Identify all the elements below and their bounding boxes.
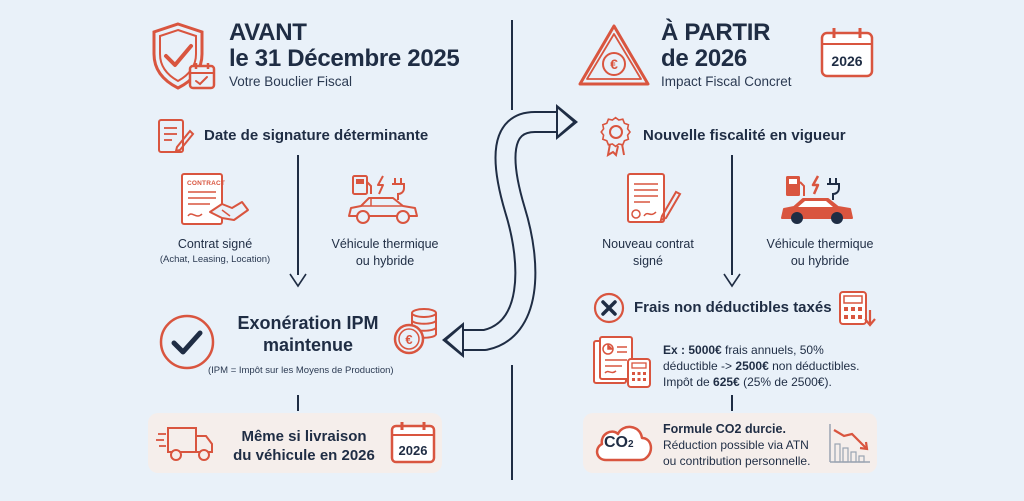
exoneration-line1: Exonération IPM bbox=[237, 313, 379, 333]
delivery-line2: du véhicule en 2026 bbox=[233, 447, 375, 464]
left-contract-detail: (Achat, Leasing, Location) bbox=[159, 254, 271, 265]
document-pen-icon bbox=[158, 119, 195, 153]
example-text-3: non déductibles. bbox=[768, 359, 860, 373]
calendar-icon bbox=[390, 422, 436, 464]
left-contract-title: Contrat signé bbox=[177, 237, 253, 251]
co2-title: Formule CO2 durcie. bbox=[663, 422, 786, 436]
award-badge-icon bbox=[600, 116, 632, 157]
signature-label: Date de signature déterminante bbox=[204, 127, 429, 144]
contract-handshake-icon bbox=[181, 173, 249, 225]
x-circle-icon bbox=[593, 292, 625, 324]
example-prefix: Ex : bbox=[663, 343, 689, 357]
right-flow-line-2 bbox=[731, 395, 733, 411]
header-year: 2026 bbox=[831, 53, 863, 69]
left-title-line1: AVANT bbox=[229, 19, 307, 46]
left-flow-arrowhead bbox=[289, 273, 307, 288]
left-vehicle-line2: ou hybride bbox=[355, 254, 415, 268]
calendar-icon-header bbox=[820, 28, 874, 78]
contract-doc-label: CONTRACT bbox=[187, 180, 226, 187]
co2-icon-main: CO bbox=[604, 434, 628, 451]
euro-warning-icon: € bbox=[578, 24, 650, 86]
example-amount-2: 2500€ bbox=[735, 359, 769, 373]
center-divider-top bbox=[511, 20, 513, 110]
right-vehicle-line1: Véhicule thermique bbox=[766, 237, 874, 251]
declining-chart-icon bbox=[829, 424, 870, 463]
example-line3: Impôt de 625€ (25% de 2500€). bbox=[663, 374, 893, 390]
ipm-note: (IPM = Impôt sur les Moyens de Productio… bbox=[208, 365, 394, 376]
co2-line2: ou contribution personnelle. bbox=[663, 454, 811, 468]
right-title-line1: À PARTIR bbox=[661, 19, 771, 46]
calculator-icon bbox=[839, 291, 876, 327]
example-text-2: déductible -> bbox=[663, 359, 736, 373]
report-calculator-icon bbox=[593, 336, 651, 388]
svg-text:€: € bbox=[610, 56, 618, 72]
right-contract-line2: signé bbox=[633, 254, 663, 268]
delivery-line1: Même si livraison bbox=[241, 428, 367, 445]
example-line1: Ex : 5000€ frais annuels, 50% bbox=[663, 342, 893, 358]
shield-check-icon bbox=[152, 22, 216, 90]
co2-line1: Réduction possible via ATN bbox=[663, 438, 809, 452]
frais-label: Frais non déductibles taxés bbox=[634, 299, 832, 316]
co2-icon-text: CO2 bbox=[604, 434, 634, 452]
left-flow-line-2 bbox=[297, 395, 299, 411]
example-amount-3: 625€ bbox=[713, 375, 740, 389]
s-curve-arrow bbox=[442, 104, 578, 358]
fiscal-label: Nouvelle fiscalité en vigueur bbox=[643, 127, 846, 144]
car-fuel-plug-filled-icon bbox=[781, 175, 853, 224]
example-text-5: (25% de 2500€). bbox=[739, 375, 832, 389]
right-vehicle-line2: ou hybride bbox=[790, 254, 850, 268]
delivery-year: 2026 bbox=[398, 443, 428, 458]
example-line2: déductible -> 2500€ non déductibles. bbox=[663, 358, 893, 374]
svg-text:€: € bbox=[405, 332, 412, 347]
coins-euro-icon: € bbox=[393, 308, 437, 355]
left-vehicle-line1: Véhicule thermique bbox=[331, 237, 439, 251]
left-subtitle: Votre Bouclier Fiscal bbox=[229, 74, 353, 89]
right-flow-arrowhead bbox=[723, 273, 741, 288]
check-circle-icon bbox=[159, 314, 215, 370]
right-title-line2: de 2026 bbox=[661, 45, 747, 72]
co2-cloud-icon bbox=[595, 425, 653, 462]
example-text: Ex : 5000€ frais annuels, 50% déductible… bbox=[663, 342, 893, 390]
car-fuel-plug-icon bbox=[348, 175, 418, 224]
right-contract-line1: Nouveau contrat bbox=[602, 237, 694, 251]
left-title-line2: le 31 Décembre 2025 bbox=[229, 45, 460, 72]
example-text-1: frais annuels, 50% bbox=[721, 343, 824, 357]
example-text-4: Impôt de bbox=[663, 375, 714, 389]
right-flow-line bbox=[731, 155, 733, 275]
left-flow-line bbox=[297, 155, 299, 275]
signed-contract-icon bbox=[627, 173, 682, 223]
exoneration-line2: maintenue bbox=[262, 335, 354, 355]
co2-icon-sub: 2 bbox=[628, 439, 634, 450]
truck-icon bbox=[156, 427, 213, 461]
right-subtitle: Impact Fiscal Concret bbox=[661, 74, 792, 89]
center-divider-bottom bbox=[511, 365, 513, 480]
example-amount-1: 5000€ bbox=[688, 343, 722, 357]
